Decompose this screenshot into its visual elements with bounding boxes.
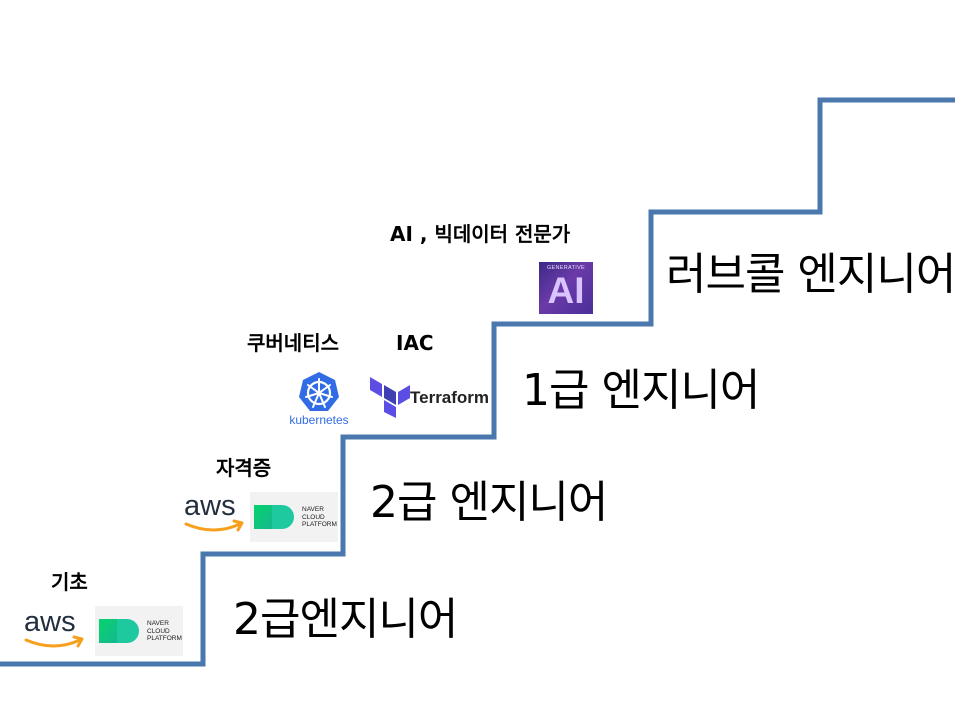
kubernetes-logo-icon: kubernetes [283, 370, 355, 430]
aws-logo-text: aws [24, 606, 76, 638]
naver-logo-text: NAVER CLOUD PLATFORM [302, 506, 337, 528]
aws-smile-icon [24, 635, 84, 648]
step-label-4: 러브콜 엔지니어 [666, 249, 956, 300]
category-iac: IAC [396, 331, 434, 355]
aws-logo-icon: aws [182, 492, 252, 536]
terraform-logo-text: Terraform [410, 388, 490, 407]
category-kubernetes: 쿠버네티스 [247, 331, 339, 355]
step-label-1: 2급엔지니어 [233, 594, 458, 645]
aws-smile-icon [184, 519, 244, 532]
terraform-logo-icon: Terraform [368, 374, 492, 424]
category-basics: 기초 [51, 570, 88, 594]
naver-cloud-logo-icon: NAVER CLOUD PLATFORM [95, 606, 183, 656]
category-ai-bigdata: AI , 빅데이터 전문가 [390, 222, 571, 246]
step-label-3: 1급 엔지니어 [522, 365, 760, 416]
naver-mark-icon [254, 505, 294, 529]
kubernetes-wheel-icon [299, 372, 339, 411]
kubernetes-logo-text: kubernetes [289, 413, 349, 427]
naver-cloud-logo-icon: NAVER CLOUD PLATFORM [250, 492, 338, 542]
aws-logo-text: aws [184, 490, 236, 522]
generative-ai-logo-icon: GENERATIVE AI [539, 262, 593, 314]
step-label-2: 2급 엔지니어 [370, 477, 608, 528]
naver-mark-icon [99, 619, 139, 643]
category-certification: 자격증 [216, 456, 272, 480]
generative-ai-sub-text: GENERATIVE [546, 265, 586, 271]
aws-logo-icon: aws [22, 608, 92, 652]
generative-ai-main-text: AI [547, 270, 585, 311]
staircase-line [0, 97, 955, 667]
naver-logo-text: NAVER CLOUD PLATFORM [147, 620, 182, 642]
terraform-mark-icon [370, 377, 410, 418]
